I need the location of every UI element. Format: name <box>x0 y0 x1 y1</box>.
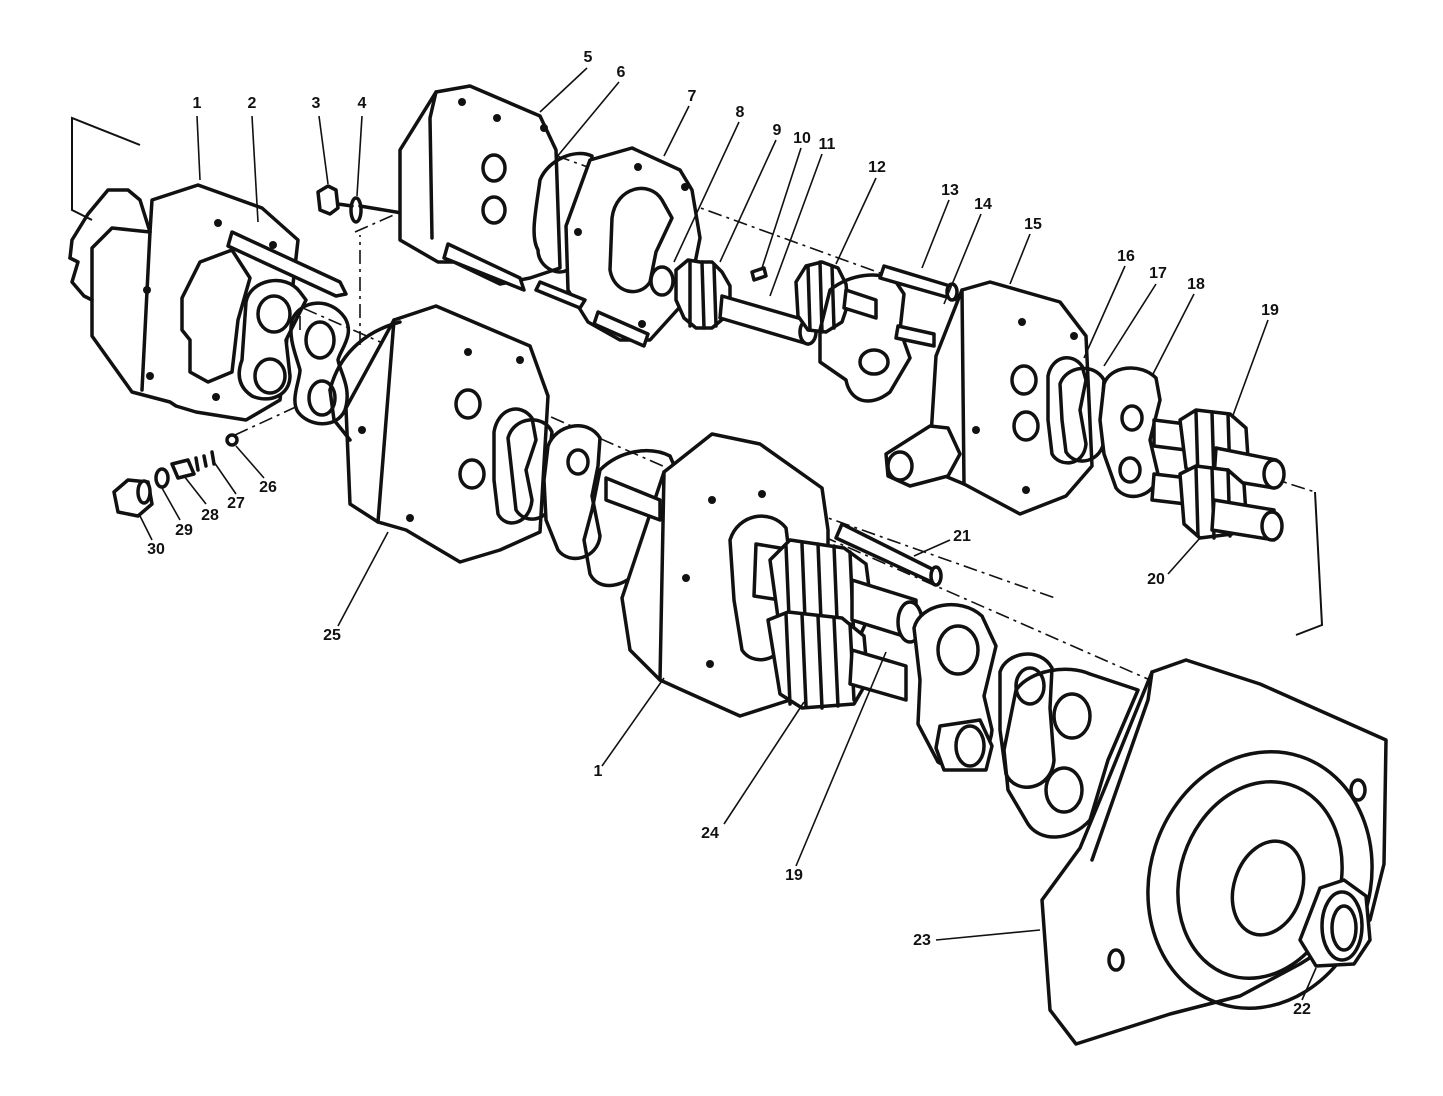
gear-9 <box>674 258 818 346</box>
seals-near-25 <box>492 407 602 561</box>
pin-21 <box>834 522 943 587</box>
gears-24-19 <box>752 538 924 710</box>
callout-19-right: 19 <box>1261 302 1279 319</box>
callout-16: 16 <box>1117 248 1135 265</box>
callout-11: 11 <box>819 136 836 153</box>
callout-24: 24 <box>701 825 719 842</box>
gasket-6 <box>532 151 594 274</box>
leader-lines <box>139 67 1317 1001</box>
callout-12: 12 <box>868 159 886 176</box>
callout-28: 28 <box>201 507 219 524</box>
callout-15: 15 <box>1024 216 1042 233</box>
shaft-seal-22 <box>1298 878 1372 968</box>
key-10 <box>750 266 768 282</box>
housing-5 <box>398 84 562 292</box>
callout-27: 27 <box>227 495 245 512</box>
seals-16-17-18 <box>1046 355 1162 499</box>
callout-8: 8 <box>736 104 745 121</box>
pins-13-14 <box>878 264 959 348</box>
callout-19-bottom: 19 <box>785 867 803 884</box>
callout-23: 23 <box>913 932 931 949</box>
o-ring-8 <box>649 265 675 297</box>
callout-20: 20 <box>1147 571 1165 588</box>
callout-17: 17 <box>1149 265 1167 282</box>
callout-2: 2 <box>248 95 257 112</box>
callout-13: 13 <box>941 182 959 199</box>
seal-plate-upper <box>237 278 351 426</box>
callout-labels: 1 2 3 4 5 6 7 8 9 10 11 12 13 14 15 16 1… <box>147 49 1311 1018</box>
callout-26: 26 <box>259 479 277 496</box>
callout-14: 14 <box>974 196 992 213</box>
gears-19-20 <box>1150 408 1286 542</box>
gear-12 <box>794 260 878 334</box>
callout-30: 30 <box>147 541 165 558</box>
flange-23 <box>1040 658 1388 1046</box>
callout-1-top: 1 <box>193 95 202 112</box>
callout-18: 18 <box>1187 276 1205 293</box>
callout-1-bottom: 1 <box>594 763 603 780</box>
callout-4: 4 <box>358 95 367 112</box>
callout-22: 22 <box>1293 1001 1311 1018</box>
dowel-pin-2 <box>226 230 348 298</box>
callout-6: 6 <box>617 64 626 81</box>
callout-7: 7 <box>688 88 697 105</box>
gasket-12b <box>818 273 912 403</box>
callout-21: 21 <box>953 528 971 545</box>
callout-10: 10 <box>793 130 811 147</box>
callout-3: 3 <box>312 95 321 112</box>
callout-9: 9 <box>773 122 782 139</box>
callout-5: 5 <box>584 49 593 66</box>
seal-plate-lower <box>912 602 1140 839</box>
callout-25: 25 <box>323 627 341 644</box>
callout-29: 29 <box>175 522 193 539</box>
relief-valve-parts <box>112 433 239 518</box>
